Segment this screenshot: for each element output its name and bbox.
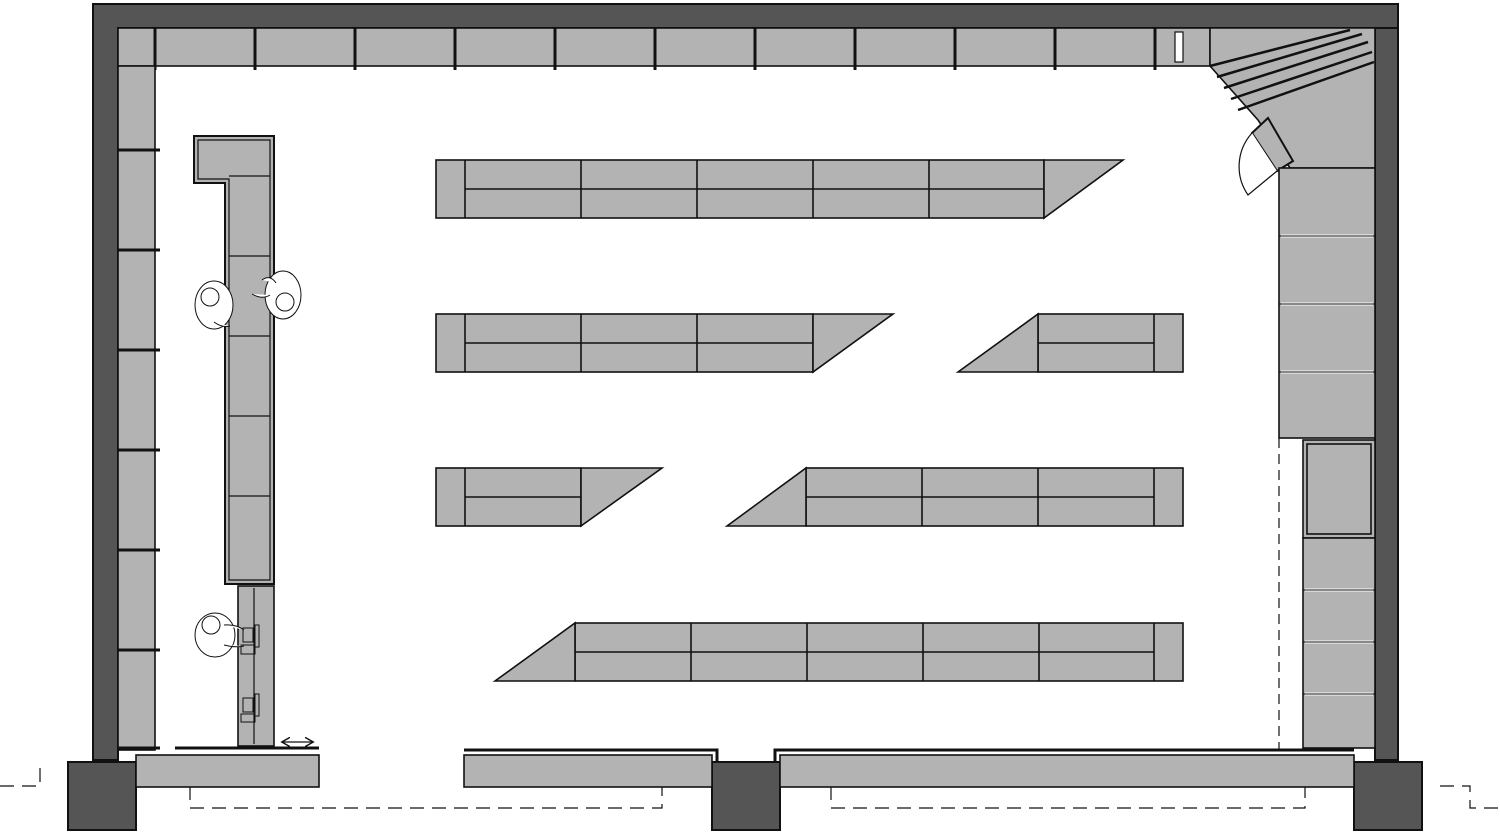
register-1 [240,624,260,655]
gondola-row-6 [492,621,1184,682]
counter-segments [229,175,270,497]
gondola-row-1 [435,159,1126,220]
gondola-row-4 [435,467,665,528]
left-wall-shelving [117,65,160,751]
gondola-row-3 [955,312,1184,373]
corner-stair [1209,27,1376,196]
wall-right [1374,27,1399,761]
front-wall-right [779,754,1355,788]
gondola-rows [435,159,1184,682]
top-shelf-dividers [153,28,1157,70]
column-center [711,761,781,831]
door-swing-arc [1238,132,1278,196]
cash-registers [240,624,260,723]
gondola-row-2 [435,313,896,374]
stair-treads [1209,28,1375,112]
column-right [1353,761,1423,831]
left-shelf-dividers [118,148,160,750]
column-left [67,761,137,831]
register-2 [240,693,260,723]
front-walls [135,746,1355,788]
person-cashier-right [251,270,302,320]
front-wall-mid [463,754,713,788]
person-customer-left [194,280,234,330]
person-at-register [194,612,245,658]
top-wall-shelving [117,27,1211,70]
checkout-counter [193,135,275,747]
columns [67,761,1423,831]
front-wall-left [135,754,320,788]
exterior-boundary [0,762,1500,809]
people [194,270,302,658]
register-counter [237,585,275,747]
right-wall-shelving [1278,167,1376,750]
gondola-row-5 [724,466,1184,527]
